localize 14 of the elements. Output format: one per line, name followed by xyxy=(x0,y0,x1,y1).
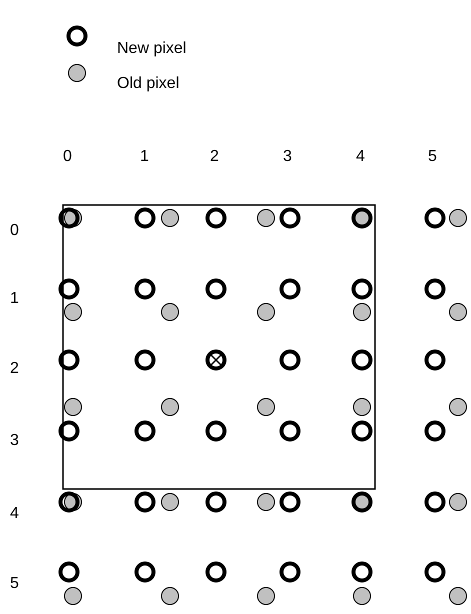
legend-text: Old pixel xyxy=(117,75,180,93)
column-number: 0 xyxy=(63,148,72,166)
legend-text: New pixel xyxy=(117,40,186,58)
column-number: 1 xyxy=(140,148,149,166)
column-number: 4 xyxy=(356,148,365,166)
column-number: 3 xyxy=(283,148,292,166)
row-number: 5 xyxy=(10,575,19,593)
row-number: 2 xyxy=(10,360,19,378)
row-number: 0 xyxy=(10,222,19,240)
column-number: 2 xyxy=(210,148,219,166)
row-number: 3 xyxy=(10,432,19,450)
column-number: 5 xyxy=(428,148,437,166)
row-number: 4 xyxy=(10,505,19,523)
row-number: 1 xyxy=(10,290,19,308)
